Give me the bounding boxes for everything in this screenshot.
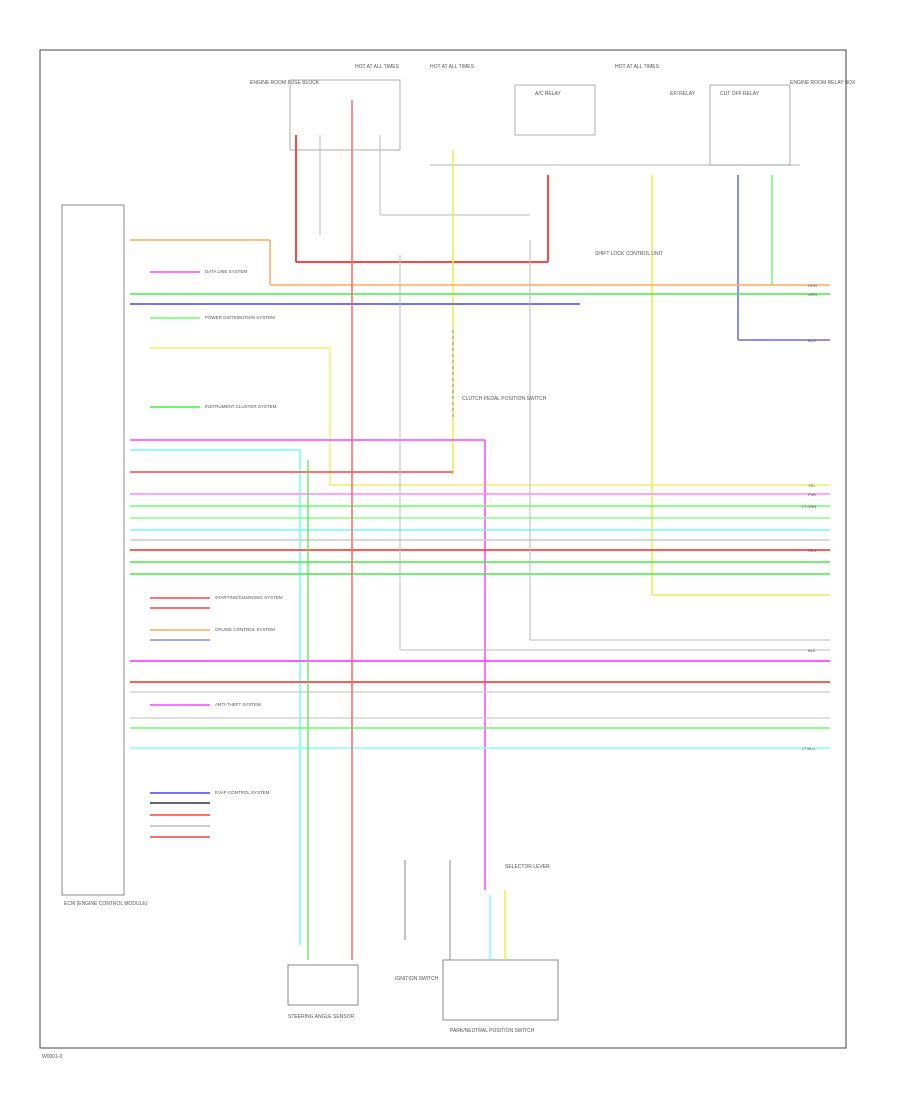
efi-relay-label: EFI RELAY — [670, 91, 696, 97]
ac-relay-label: A/C RELAY — [535, 91, 561, 97]
fuse-label-2: HOT AT ALL TIMES — [430, 64, 475, 70]
sys-ref-4: STARTING/CHARGING SYSTEM — [215, 595, 283, 600]
wire-label-pink: PNK — [808, 492, 817, 497]
diagram-frame — [39, 49, 847, 1049]
park-switch-label: PARK/NEUTRAL POSITION SWITCH — [450, 1028, 535, 1034]
clutch-switch-label: CLUTCH PEDAL POSITION SWITCH — [462, 396, 547, 402]
footer-code: W0001-0 — [42, 1054, 63, 1060]
shift-lock-label: SHIFT LOCK CONTROL UNIT — [595, 251, 663, 257]
wire-label-blue: BLU — [808, 338, 816, 343]
wire-label-ltgreen: LT GRN — [802, 504, 816, 509]
engine-room-left-label: ENGINE ROOM FUSE BLOCK — [250, 80, 320, 86]
sys-ref-6: ANTI-THEFT SYSTEM — [215, 702, 261, 707]
ecm-label: ECM (ENGINE CONTROL MODULE) — [64, 901, 148, 907]
relay-box-right — [709, 84, 791, 166]
steering-sensor-box — [287, 964, 359, 1006]
cutoff-relay-label: CUT OFF RELAY — [720, 91, 760, 97]
wire-label-orange: ORN — [808, 283, 817, 288]
fuse-label-1: HOT AT ALL TIMES — [355, 64, 400, 70]
sys-ref-7: EVAP CONTROL SYSTEM — [215, 790, 270, 795]
engine-room-right-label: ENGINE ROOM RELAY BOX — [790, 80, 856, 86]
selector-lever-label: SELECTOR LEVER — [505, 864, 550, 870]
wire-label-yellow: YEL — [808, 483, 816, 488]
sys-ref-5: CRUISE CONTROL SYSTEM — [215, 627, 275, 632]
wire-label-green: GRN — [808, 292, 817, 297]
fuse-label-3: HOT AT ALL TIMES — [615, 64, 660, 70]
wire-label-black: BLK — [808, 648, 816, 653]
wire-label-ltblue: LT BLU — [802, 746, 815, 751]
relay-box-left — [289, 79, 401, 151]
steering-sensor-label: STEERING ANGLE SENSOR — [288, 1014, 355, 1020]
ignition-label: IGNITION SWITCH — [395, 976, 439, 982]
park-switch-box — [442, 959, 559, 1021]
sys-ref-1: DATA LINE SYSTEM — [205, 269, 247, 274]
wire-label-red: RED — [808, 548, 817, 553]
sys-ref-2: POWER DISTRIBUTION SYSTEM — [205, 315, 275, 320]
sys-ref-3: INSTRUMENT CLUSTER SYSTEM — [205, 404, 277, 409]
ecm-box — [61, 204, 125, 896]
relay-box-mid — [514, 84, 596, 136]
